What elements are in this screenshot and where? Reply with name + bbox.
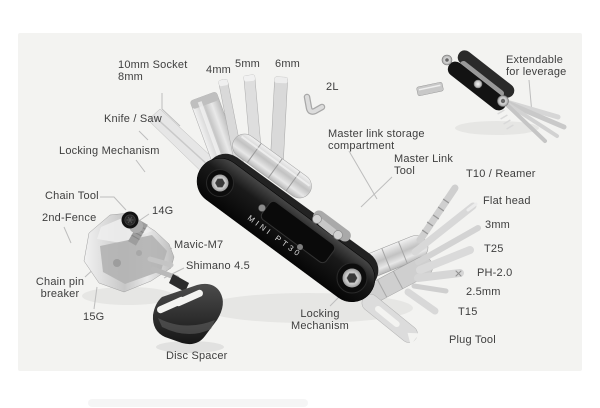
label-14g: 14G <box>152 205 174 217</box>
label-t15: T15 <box>458 306 478 318</box>
main-tool-illustration: MINI PT30 <box>147 74 481 345</box>
label-line: Mechanism <box>290 319 350 332</box>
label-flat-head: Flat head <box>483 195 531 207</box>
label-line: compartment <box>328 139 395 152</box>
bit-3mm <box>415 225 481 265</box>
leader-knife <box>138 130 149 141</box>
shadows <box>82 121 539 353</box>
master-link <box>317 218 338 236</box>
hex-key-6mm <box>270 76 288 164</box>
leader-locking-left <box>135 159 146 173</box>
label-25mm: 2.5mm <box>466 286 501 298</box>
label-5mm: 5mm <box>235 58 261 70</box>
extended-bit <box>416 82 444 96</box>
bit-t15 <box>404 288 439 315</box>
label-line: Master Link <box>394 153 454 165</box>
leader-chain-tool <box>100 196 127 211</box>
fanned-bits <box>404 184 481 315</box>
disc-spacer-illustration <box>152 283 223 345</box>
label-ph-20: PH-2.0 <box>477 267 513 279</box>
tool-barrel <box>232 133 312 199</box>
label-locking-mechanism-bottom: Locking Mechanism <box>288 308 352 332</box>
leader-master-tool <box>360 176 393 208</box>
label-line: Master link storage <box>328 128 425 140</box>
bit-t10-reamer <box>416 184 459 244</box>
label-15g: 15G <box>83 311 105 323</box>
label-chain-pin-breaker: Chain pin breaker <box>28 276 92 300</box>
label-knife-saw: Knife / Saw <box>104 113 162 125</box>
chain-tool-illustration <box>83 211 189 293</box>
label-line: 10mm Socket <box>118 59 188 71</box>
label-t25: T25 <box>484 243 504 255</box>
label-6mm: 6mm <box>275 58 301 70</box>
label-shimano-45: Shimano 4.5 <box>186 260 250 272</box>
hex-key-2l <box>303 93 326 115</box>
leader-lines <box>63 79 533 310</box>
label-line: Locking <box>300 308 340 320</box>
cropped-watermark <box>88 399 308 407</box>
label-line: for leverage <box>506 65 567 78</box>
label-line: 8mm <box>118 70 144 83</box>
label-mavic-m7: Mavic-M7 <box>174 239 224 251</box>
label-2nd-fence: 2nd-Fence <box>42 212 97 224</box>
leader-storage <box>348 150 378 200</box>
label-2l: 2L <box>326 81 339 93</box>
leader-15g <box>93 286 98 310</box>
bit-t25 <box>416 246 474 274</box>
label-line: Tool <box>394 164 415 177</box>
label-chain-tool: Chain Tool <box>45 190 99 202</box>
label-4mm: 4mm <box>206 64 232 76</box>
label-plug-tool: Plug Tool <box>449 334 496 346</box>
label-t10-reamer: T10 / Reamer <box>466 168 536 180</box>
bit-25mm <box>411 283 449 294</box>
label-line: Extendable <box>506 54 564 66</box>
master-link-storage-compartment <box>258 200 351 264</box>
label-3mm: 3mm <box>485 219 511 231</box>
extended-tool-thumbnail <box>416 50 567 143</box>
label-master-link-storage: Master link storage compartment <box>328 128 425 152</box>
label-10mm-socket-8mm: 10mm Socket 8mm <box>118 59 188 83</box>
label-master-link-tool: Master Link Tool <box>394 153 454 177</box>
label-disc-spacer: Disc Spacer <box>166 350 228 362</box>
label-locking-mechanism-left: Locking Mechanism <box>59 145 160 157</box>
bit-ph20 <box>414 269 464 282</box>
label-extendable-for-leverage: Extendable for leverage <box>506 54 567 78</box>
bottom-pivot-locking-mechanism <box>336 262 368 294</box>
label-line: Chain pin <box>35 276 85 288</box>
top-pivot-locking-mechanism <box>206 169 234 197</box>
label-line: breaker <box>40 287 80 300</box>
bit-flat-head <box>411 202 477 256</box>
leader-second-fence <box>63 226 72 244</box>
leader-socket <box>161 93 181 127</box>
